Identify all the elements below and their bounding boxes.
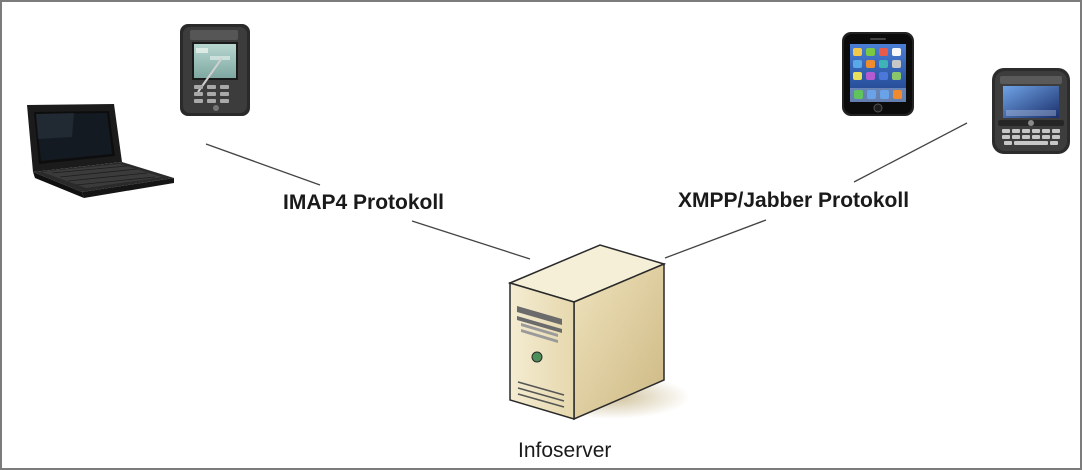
xmpp-jabber-protocol-label: XMPP/Jabber Protokoll	[678, 189, 910, 212]
pda-icon	[180, 24, 250, 116]
line-blackberry-to-xmpp-label	[853, 122, 968, 183]
line-imap-label-to-server	[411, 220, 531, 260]
server-icon	[507, 244, 690, 421]
line-xmpp-label-to-server	[664, 219, 767, 259]
connection-lines	[205, 122, 968, 260]
laptop-icon	[27, 104, 174, 198]
iphone-icon	[842, 32, 914, 116]
blackberry-icon	[992, 68, 1070, 154]
imap4-protocol-label: IMAP4 Protokoll	[283, 191, 445, 214]
line-laptop-to-imap-label	[205, 143, 321, 186]
infoserver-label: Infoserver	[518, 439, 612, 462]
